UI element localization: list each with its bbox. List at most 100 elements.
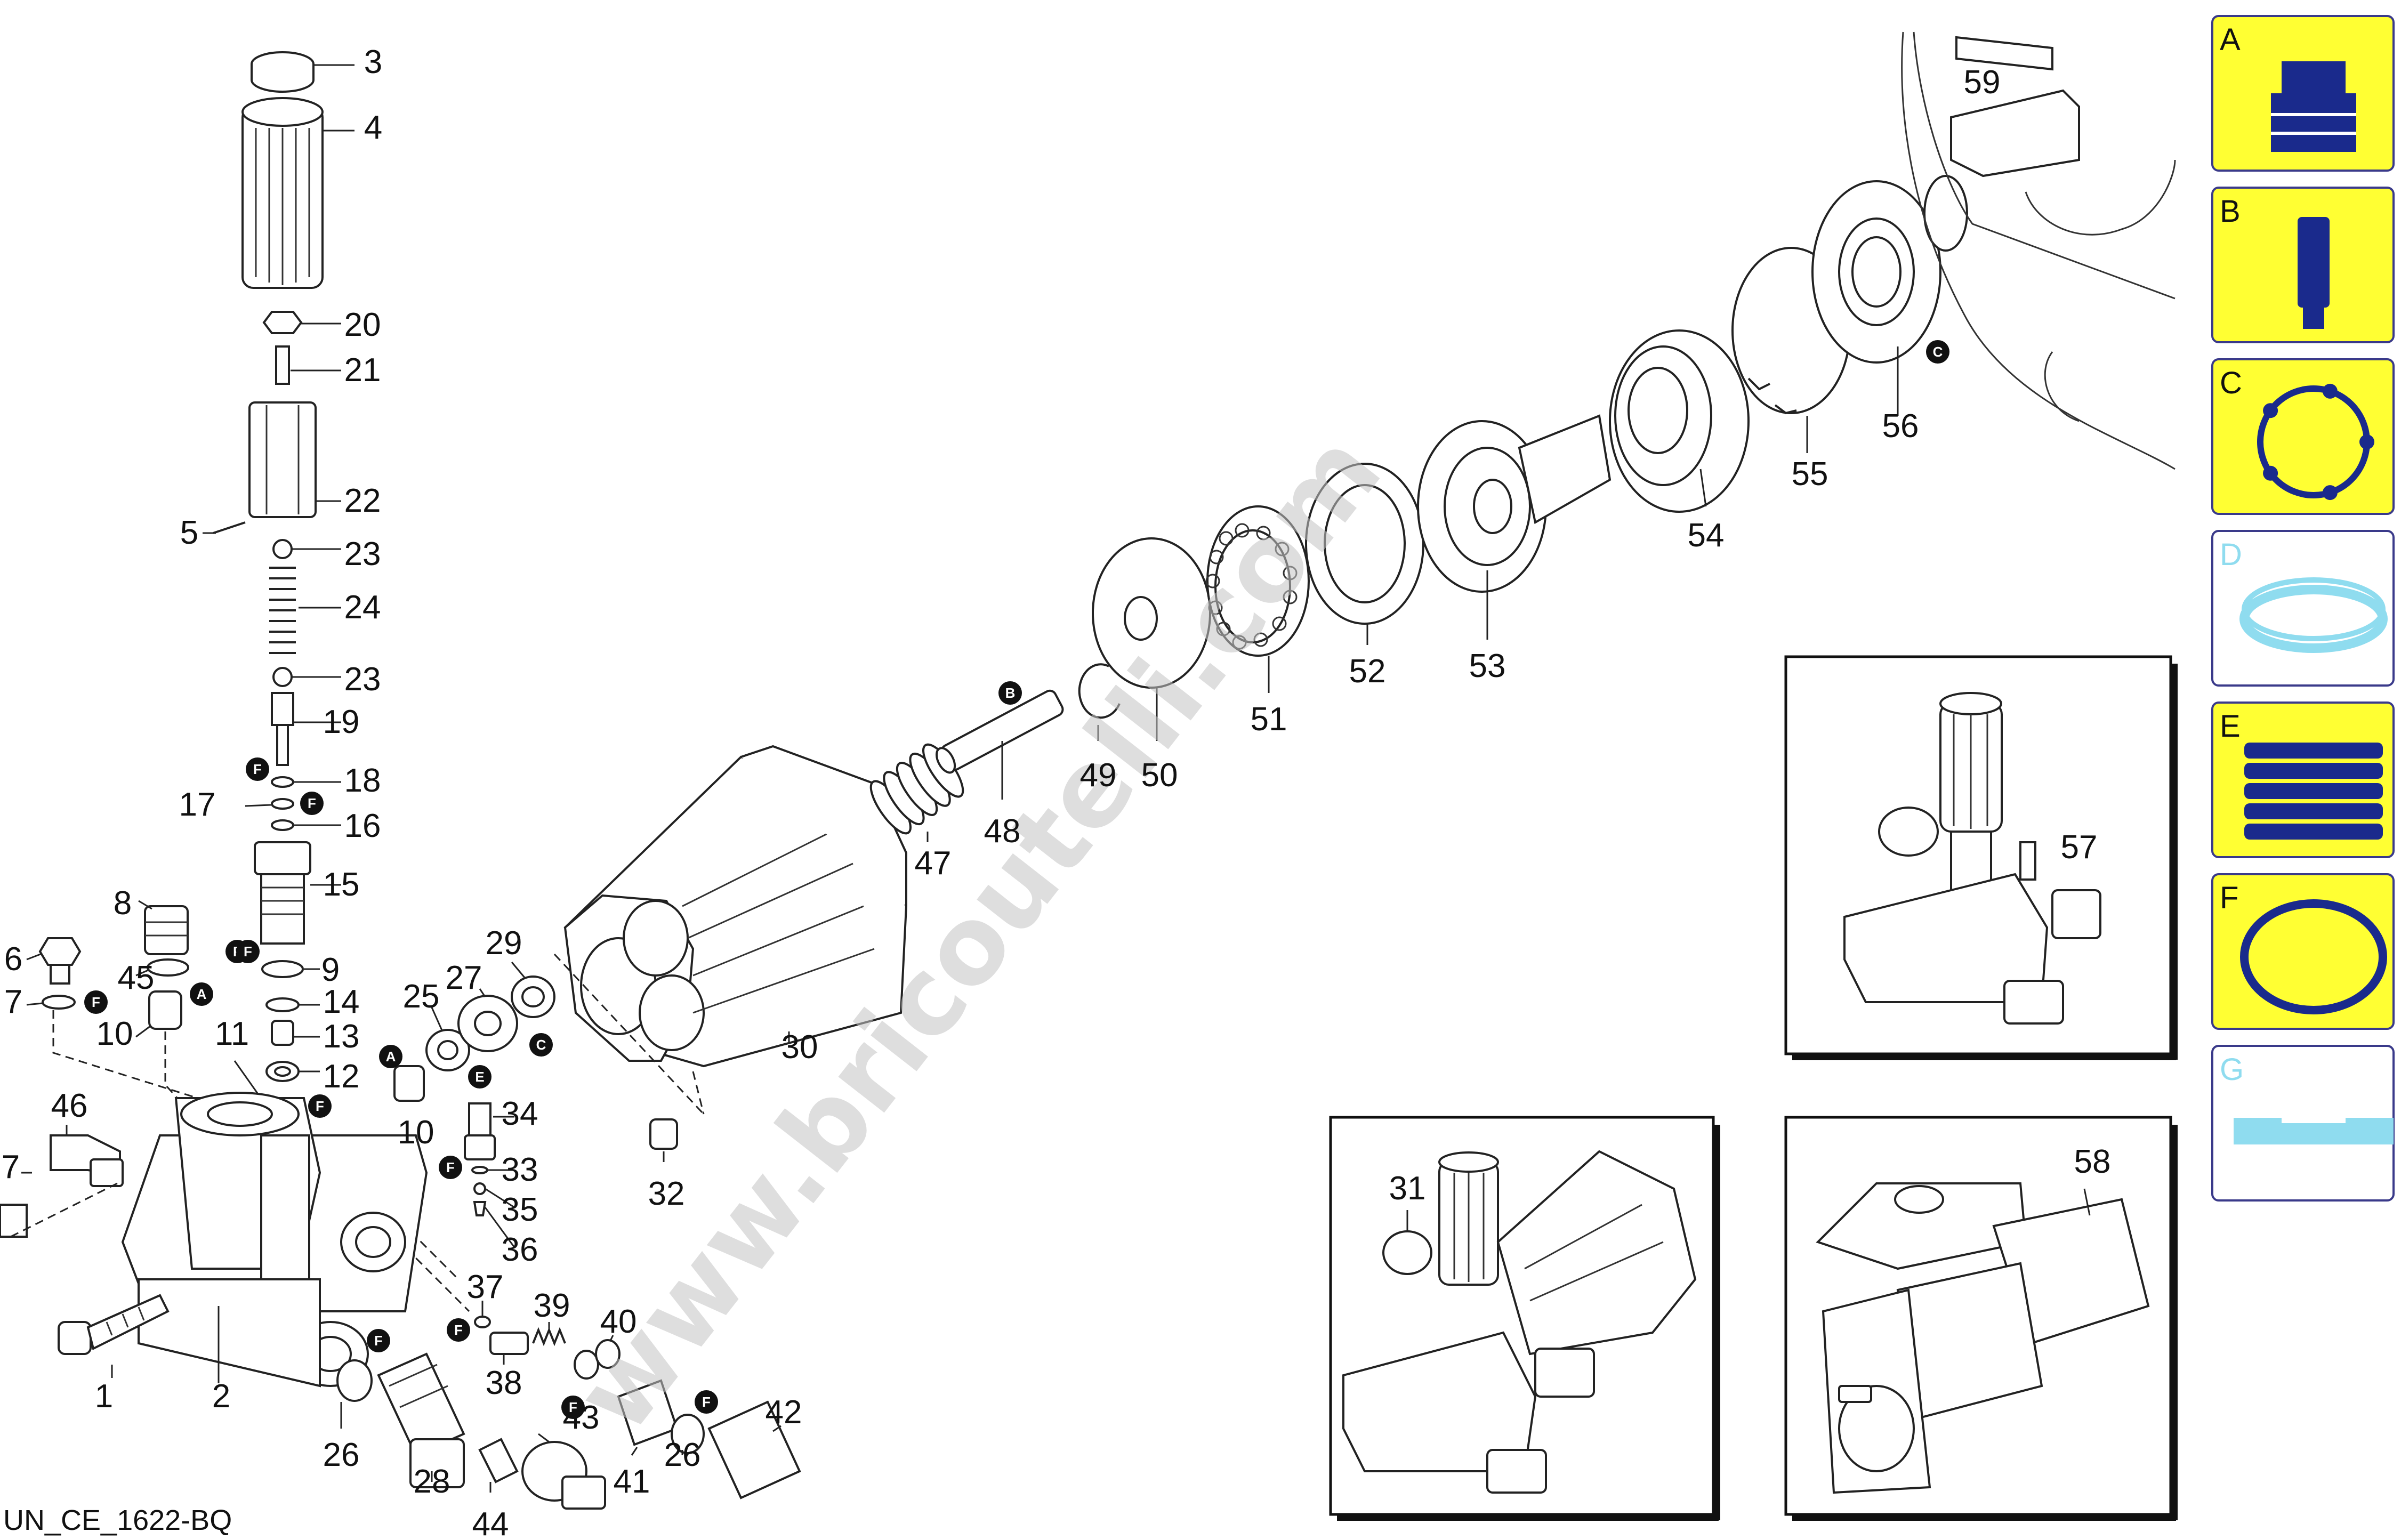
callout-11: 11 <box>215 1015 249 1052</box>
legend-letter: D <box>2220 537 2242 572</box>
legend-icon-g <box>2234 1107 2394 1144</box>
regulator-stack <box>0 51 470 1312</box>
callout-25: 25 <box>403 978 440 1015</box>
callout-37: 37 <box>467 1269 504 1305</box>
callout-30: 30 <box>781 1029 818 1066</box>
callout-19: 19 <box>323 704 360 740</box>
spec-badges: FFFAFFAFECFFFFFBC <box>84 340 1949 1419</box>
callout-23: 23 <box>344 536 381 573</box>
legend-letter: A <box>2220 22 2241 57</box>
svg-text:F: F <box>308 795 316 811</box>
callout-10: 10 <box>96 1015 133 1052</box>
legend-icon-f <box>2240 899 2387 1014</box>
callout-29: 29 <box>486 925 522 962</box>
diagram-code: UN_CE_1622-BQ <box>3 1504 232 1536</box>
svg-text:E: E <box>475 1069 484 1085</box>
callout-9: 9 <box>321 952 340 988</box>
legend-item-a: A <box>2211 15 2395 172</box>
svg-text:A: A <box>197 986 207 1002</box>
callout-7: 7 <box>2 1149 20 1186</box>
legend-item-c: C <box>2211 358 2395 515</box>
callout-24: 24 <box>344 589 381 626</box>
legend-letter: E <box>2220 709 2241 744</box>
callout-51: 51 <box>1251 701 1287 738</box>
callout-55: 55 <box>1792 456 1828 493</box>
callout-42: 42 <box>766 1394 802 1431</box>
badge-f: F <box>246 757 269 781</box>
callout-26: 26 <box>664 1437 701 1473</box>
legend-item-b: B <box>2211 187 2395 343</box>
svg-text:F: F <box>374 1333 383 1349</box>
callout-27: 27 <box>446 960 482 996</box>
callout-6: 6 <box>4 941 22 978</box>
callout-8: 8 <box>114 885 132 922</box>
callout-36: 36 <box>502 1231 538 1268</box>
badge-c: C <box>1926 340 1949 364</box>
badge-f: F <box>561 1396 585 1419</box>
badge-f: F <box>300 792 324 815</box>
svg-text:A: A <box>386 1049 396 1065</box>
legend-icon-a <box>2271 61 2356 152</box>
svg-text:C: C <box>536 1037 546 1053</box>
legend-panel: A B CD E F G <box>2211 15 2395 1202</box>
callout-38: 38 <box>486 1365 522 1401</box>
badge-f: F <box>236 940 260 963</box>
legend-item-e: E <box>2211 702 2395 858</box>
callout-44: 44 <box>472 1506 509 1540</box>
svg-text:F: F <box>569 1399 577 1415</box>
inset-engine <box>1816 1182 2150 1494</box>
callout-10: 10 <box>398 1114 434 1151</box>
callout-13: 13 <box>323 1018 360 1055</box>
callout-32: 32 <box>648 1175 685 1212</box>
callout-22: 22 <box>344 482 381 519</box>
svg-text:C: C <box>1933 344 1943 360</box>
badge-f: F <box>695 1390 718 1414</box>
callout-35: 35 <box>502 1191 538 1228</box>
callout-14: 14 <box>323 983 360 1020</box>
badge-a: A <box>379 1045 402 1068</box>
callout-50: 50 <box>1141 757 1178 794</box>
callout-23: 23 <box>344 661 381 698</box>
legend-icon-c <box>2257 383 2374 501</box>
pump-housing <box>553 745 908 1115</box>
badge-e: E <box>468 1065 492 1089</box>
legend-letter: B <box>2220 194 2241 229</box>
legend-item-g: G <box>2211 1045 2395 1202</box>
callout-53: 53 <box>1469 648 1506 684</box>
callout-26: 26 <box>323 1437 360 1473</box>
callout-41: 41 <box>614 1463 650 1500</box>
callout-18: 18 <box>344 762 381 799</box>
callout-58: 58 <box>2074 1143 2111 1180</box>
svg-text:F: F <box>316 1098 324 1114</box>
callout-12: 12 <box>323 1058 360 1095</box>
legend-icon-e <box>2244 743 2383 840</box>
callout-16: 16 <box>344 808 381 844</box>
callout-52: 52 <box>1349 653 1386 690</box>
callout-49: 49 <box>1080 757 1117 794</box>
callout-56: 56 <box>1882 408 1919 445</box>
badge-b: B <box>998 681 1022 705</box>
callout-48: 48 <box>984 813 1021 850</box>
callout-3: 3 <box>364 44 382 80</box>
callout-17: 17 <box>179 786 216 823</box>
badge-f: F <box>439 1156 462 1179</box>
svg-text:B: B <box>1005 685 1016 701</box>
callout-54: 54 <box>1688 517 1725 554</box>
legend-icon-b <box>2298 217 2330 329</box>
badge-c: C <box>529 1033 553 1057</box>
callout-59: 59 <box>1964 64 2001 101</box>
callout-57: 57 <box>2061 829 2098 866</box>
legend-letter: F <box>2220 881 2238 915</box>
badge-f: F <box>367 1329 390 1352</box>
callout-28: 28 <box>414 1463 450 1500</box>
callout-1: 1 <box>95 1378 113 1415</box>
callout-2: 2 <box>212 1378 230 1415</box>
callout-45: 45 <box>118 960 155 996</box>
callout-34: 34 <box>502 1095 538 1132</box>
svg-text:F: F <box>446 1159 455 1175</box>
svg-text:F: F <box>92 994 100 1010</box>
callout-47: 47 <box>915 845 952 882</box>
badge-f: F <box>84 990 108 1014</box>
pump-manifold <box>58 1092 428 1388</box>
